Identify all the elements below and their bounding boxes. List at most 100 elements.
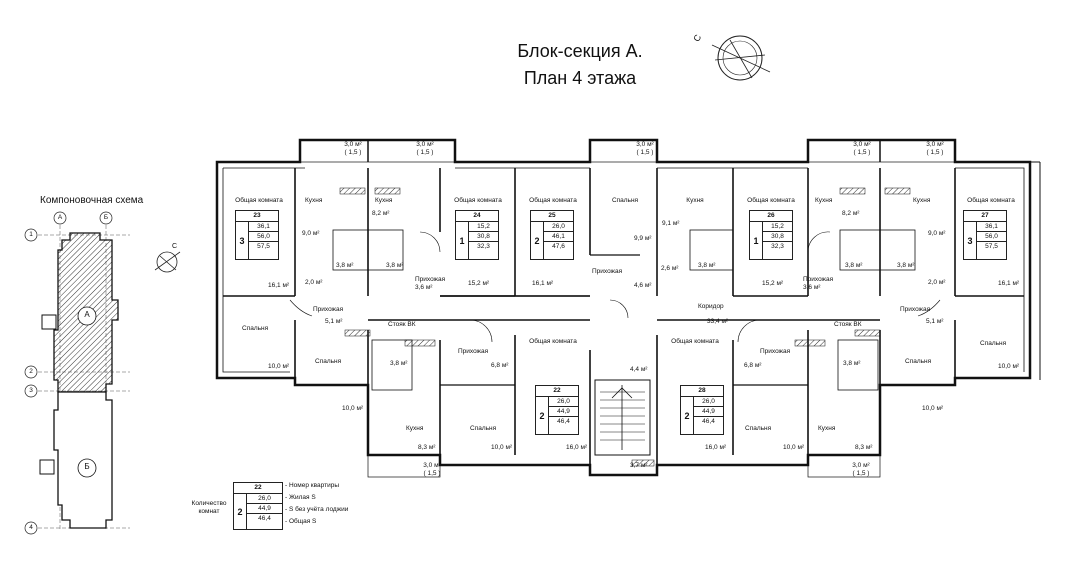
- room-kitchen: Кухня: [375, 197, 393, 204]
- area-label: 16,0 м²: [705, 444, 727, 451]
- loggia-area: 3,0 м²( 1,5 ): [636, 141, 654, 156]
- area-label: 16,1 м²: [532, 280, 554, 287]
- room-bedroom: Спальня: [611, 197, 639, 204]
- loggia-area: 3,0 м²( 1,5 ): [853, 141, 871, 156]
- area-label: 10,0 м²: [922, 405, 944, 412]
- area-label: 2,6 м²: [661, 265, 679, 272]
- area-label: 15,2 м²: [468, 280, 490, 287]
- riser-label: Стояк ВК: [388, 321, 416, 328]
- room-bedroom: Спальня: [242, 325, 269, 332]
- scheme-axis-3: 3: [29, 387, 33, 394]
- scheme-section-b: Б: [84, 462, 90, 471]
- room-common: Общая комната: [529, 197, 577, 204]
- compass-icon: [711, 35, 771, 81]
- room-common: Общая комната: [671, 338, 719, 345]
- room-hall: Прихожая: [592, 268, 623, 275]
- area-label: 8,3 м²: [855, 444, 873, 451]
- legend-desc-id: - Номер квартиры: [285, 482, 339, 489]
- area-label: 9,0 м²: [928, 230, 946, 237]
- legend-desc-living: - Жилая S: [285, 494, 316, 501]
- area-label: 4,4 м²: [630, 366, 648, 373]
- small-compass-icon: [154, 251, 181, 273]
- room-hall: Прихожая: [458, 348, 489, 355]
- layout-scheme: [24, 211, 130, 535]
- area-label: 3,8 м²: [845, 262, 863, 269]
- room-common: Общая комната: [454, 197, 502, 204]
- area-label: 6,8 м²: [744, 362, 762, 369]
- area-label: 9,9 м²: [634, 235, 652, 242]
- area-label: 15,2 м²: [762, 280, 784, 287]
- area-label: 8,2 м²: [372, 210, 390, 217]
- room-kitchen: Кухня: [818, 425, 836, 432]
- room-bedroom: Спальня: [470, 425, 497, 432]
- area-label: 3,8 м²: [390, 360, 408, 367]
- area-label: 8,2 м²: [842, 210, 860, 217]
- area-label: 3,8 м²: [336, 262, 354, 269]
- room-hall: Прихожая: [760, 348, 791, 355]
- legend-desc-total: - Общая S: [285, 518, 317, 525]
- legend-desc-no-loggia: - S без учёта лоджии: [285, 506, 349, 513]
- area-label: 3,8 м²: [843, 360, 861, 367]
- room-common: Общая комната: [967, 197, 1015, 204]
- room-corridor: Коридор: [698, 303, 724, 310]
- loggia-area: 3,0 м²( 1,5 ): [926, 141, 944, 156]
- area-label: 16,0 м²: [566, 444, 588, 451]
- area-label: 8,3 м²: [418, 444, 436, 451]
- scheme-axis-a: А: [57, 214, 63, 221]
- area-label: 16,1 м²: [998, 280, 1020, 287]
- area-label: 9,0 м²: [302, 230, 320, 237]
- loggia-area: 3,0 м²( 1,5 ): [344, 141, 362, 156]
- area-label: 3,8 м²: [386, 262, 404, 269]
- room-hall: Прихожая: [313, 306, 344, 313]
- area-label: 3,8 м²: [698, 262, 716, 269]
- plan-title-line2: План 4 этажа: [523, 68, 637, 88]
- room-bedroom: Спальня: [980, 340, 1007, 347]
- loggia-area: 3,0 м²( 1,5 ): [423, 462, 441, 477]
- area-label: 33,4 м²: [707, 318, 729, 325]
- area-label: 9,1 м²: [662, 220, 680, 227]
- area-label: 10,0 м²: [491, 444, 513, 451]
- scheme-axis-4: 4: [29, 524, 33, 531]
- room-bedroom: Спальня: [745, 425, 772, 432]
- scheme-axis-b: Б: [103, 214, 109, 221]
- plan-title: Блок-секция А. План 4 этажа: [470, 38, 690, 92]
- area-label: 3,8 м²: [897, 262, 915, 269]
- small-compass-letter: С: [172, 243, 178, 250]
- scheme-section-a: А: [84, 310, 90, 319]
- room-common: Общая комната: [235, 197, 283, 204]
- room-hall: Прихожая: [900, 306, 931, 313]
- area-label: 3,7 м²: [630, 462, 648, 469]
- area-label: 5,1 м²: [926, 318, 944, 325]
- room-common: Общая комната: [747, 197, 795, 204]
- area-label: 4,6 м²: [634, 282, 652, 289]
- room-bedroom: Спальня: [315, 358, 342, 365]
- loggia-area: 3,0 м²( 1,5 ): [416, 141, 434, 156]
- area-label: 10,0 м²: [998, 363, 1020, 370]
- room-bedroom: Спальня: [905, 358, 932, 365]
- room-kitchen: Кухня: [913, 197, 931, 204]
- area-label: 2,0 м²: [305, 279, 323, 286]
- floor-walls: [215, 138, 1041, 478]
- room-kitchen: Кухня: [406, 425, 424, 432]
- area-label: 10,0 м²: [268, 363, 290, 370]
- area-label: 16,1 м²: [268, 282, 290, 289]
- area-label: 5,1 м²: [325, 318, 343, 325]
- riser-label: Стояк ВК: [834, 321, 862, 328]
- area-label: 10,0 м²: [342, 405, 364, 412]
- room-kitchen: Кухня: [686, 197, 704, 204]
- scheme-axis-1: 1: [29, 231, 33, 238]
- area-label: 10,0 м²: [783, 444, 805, 451]
- room-common: Общая комната: [529, 338, 577, 345]
